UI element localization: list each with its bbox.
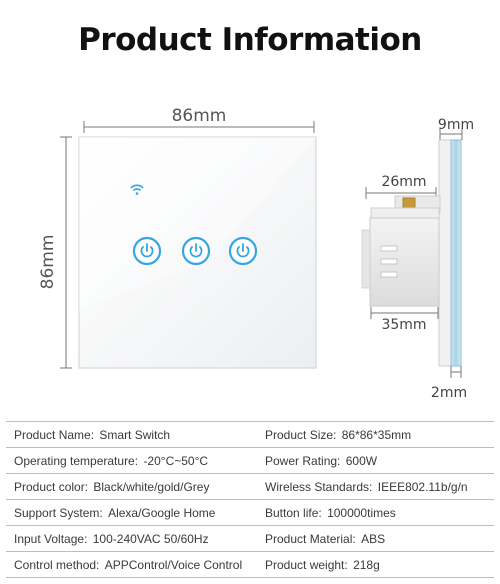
touch-button-3[interactable]: [228, 236, 258, 266]
spec-separator: :: [84, 479, 89, 494]
table-row: Operating temperature: -20°C~50°C Power …: [6, 448, 494, 474]
side-view: 9mm 26mm 35mm 2mm: [361, 117, 474, 401]
spec-label: Input Voltage: [14, 531, 85, 546]
box-height-label: 26mm: [381, 174, 426, 190]
spec-separator: :: [96, 557, 100, 572]
table-row: Control method: APPControl/Voice Control…: [6, 552, 494, 578]
spec-separator: :: [90, 427, 95, 442]
spec-value: 86*86*35mm: [341, 427, 412, 442]
spec-separator: :: [318, 505, 322, 520]
spec-cell: Product Name: Smart Switch: [6, 428, 243, 442]
spec-value: 600W: [345, 453, 378, 468]
width-label: 86mm: [172, 106, 227, 126]
page-title: Product Information: [78, 22, 422, 58]
spec-separator: :: [134, 453, 139, 468]
depth-label: 9mm: [438, 117, 474, 133]
power-icon: [236, 243, 250, 258]
spec-separator: :: [352, 531, 356, 546]
spec-cell: Wireless Standards: IEEE802.11b/g/n: [243, 480, 494, 494]
spec-table: Product Name: Smart Switch Product Size:…: [6, 421, 494, 578]
spec-value: 100-240VAC 50/60Hz: [92, 531, 209, 546]
spec-value: 218g: [353, 557, 380, 572]
glass-thickness-label: 2mm: [431, 385, 467, 401]
spec-value: Black/white/gold/Grey: [93, 479, 210, 494]
spec-label: Product Material: [265, 531, 353, 546]
spec-value: Alexa/Google Home: [108, 505, 216, 520]
touch-button-1[interactable]: [132, 236, 162, 266]
spec-cell: Button life: 100000times: [243, 506, 494, 520]
table-row: Product Name: Smart Switch Product Size:…: [6, 421, 494, 448]
touch-button-2[interactable]: [181, 236, 211, 266]
spec-separator: :: [369, 479, 373, 494]
spec-label: Power Rating: [265, 453, 338, 468]
spec-label: Product weight: [265, 557, 345, 572]
spec-cell: Input Voltage: 100-240VAC 50/60Hz: [6, 532, 243, 546]
spec-label: Product Name: [14, 427, 91, 442]
spec-cell: Product color: Black/white/gold/Grey: [6, 480, 243, 494]
table-row: Support System: Alexa/Google Home Button…: [6, 500, 494, 526]
spec-value: ABS: [361, 531, 386, 546]
spec-cell: Operating temperature: -20°C~50°C: [6, 454, 243, 468]
wifi-icon: [130, 184, 144, 195]
spec-label: Control method: [14, 557, 97, 572]
spec-label: Operating temperature: [14, 453, 135, 468]
spec-separator: :: [84, 531, 88, 546]
switch-panel: [78, 136, 317, 369]
spec-separator: :: [99, 505, 103, 520]
spec-label: Product Size: [265, 427, 334, 442]
spec-label: Support System: [14, 505, 100, 520]
power-icon: [189, 243, 203, 258]
spec-separator: :: [333, 427, 337, 442]
height-label: 86mm: [38, 235, 58, 290]
spec-cell: Support System: Alexa/Google Home: [6, 506, 243, 520]
spec-label: Button life: [265, 505, 319, 520]
spec-label: Wireless Standards: [265, 479, 370, 494]
spec-separator: :: [344, 557, 348, 572]
product-diagram: 86mm 86mm: [38, 106, 474, 401]
box-depth-label: 35mm: [381, 317, 426, 333]
spec-cell: Product weight: 218g: [243, 558, 494, 572]
table-row: Input Voltage: 100-240VAC 50/60Hz Produc…: [6, 526, 494, 552]
spec-separator: :: [337, 453, 341, 468]
spec-value: Smart Switch: [99, 427, 171, 442]
spec-value: 100000times: [327, 505, 396, 520]
spec-cell: Power Rating: 600W: [243, 454, 494, 468]
spec-value: IEEE802.11b/g/n: [377, 479, 468, 494]
front-view: 86mm 86mm: [38, 106, 317, 369]
spec-value: -20°C~50°C: [143, 453, 209, 468]
spec-value: APPControl/Voice Control: [104, 557, 243, 572]
spec-label: Product color: [14, 479, 85, 494]
spec-cell: Control method: APPControl/Voice Control: [6, 558, 243, 572]
spec-cell: Product Material: ABS: [243, 532, 494, 546]
spec-cell: Product Size: 86*86*35mm: [243, 428, 494, 442]
power-icon: [140, 243, 154, 258]
table-row: Product color: Black/white/gold/Grey Wir…: [6, 474, 494, 500]
